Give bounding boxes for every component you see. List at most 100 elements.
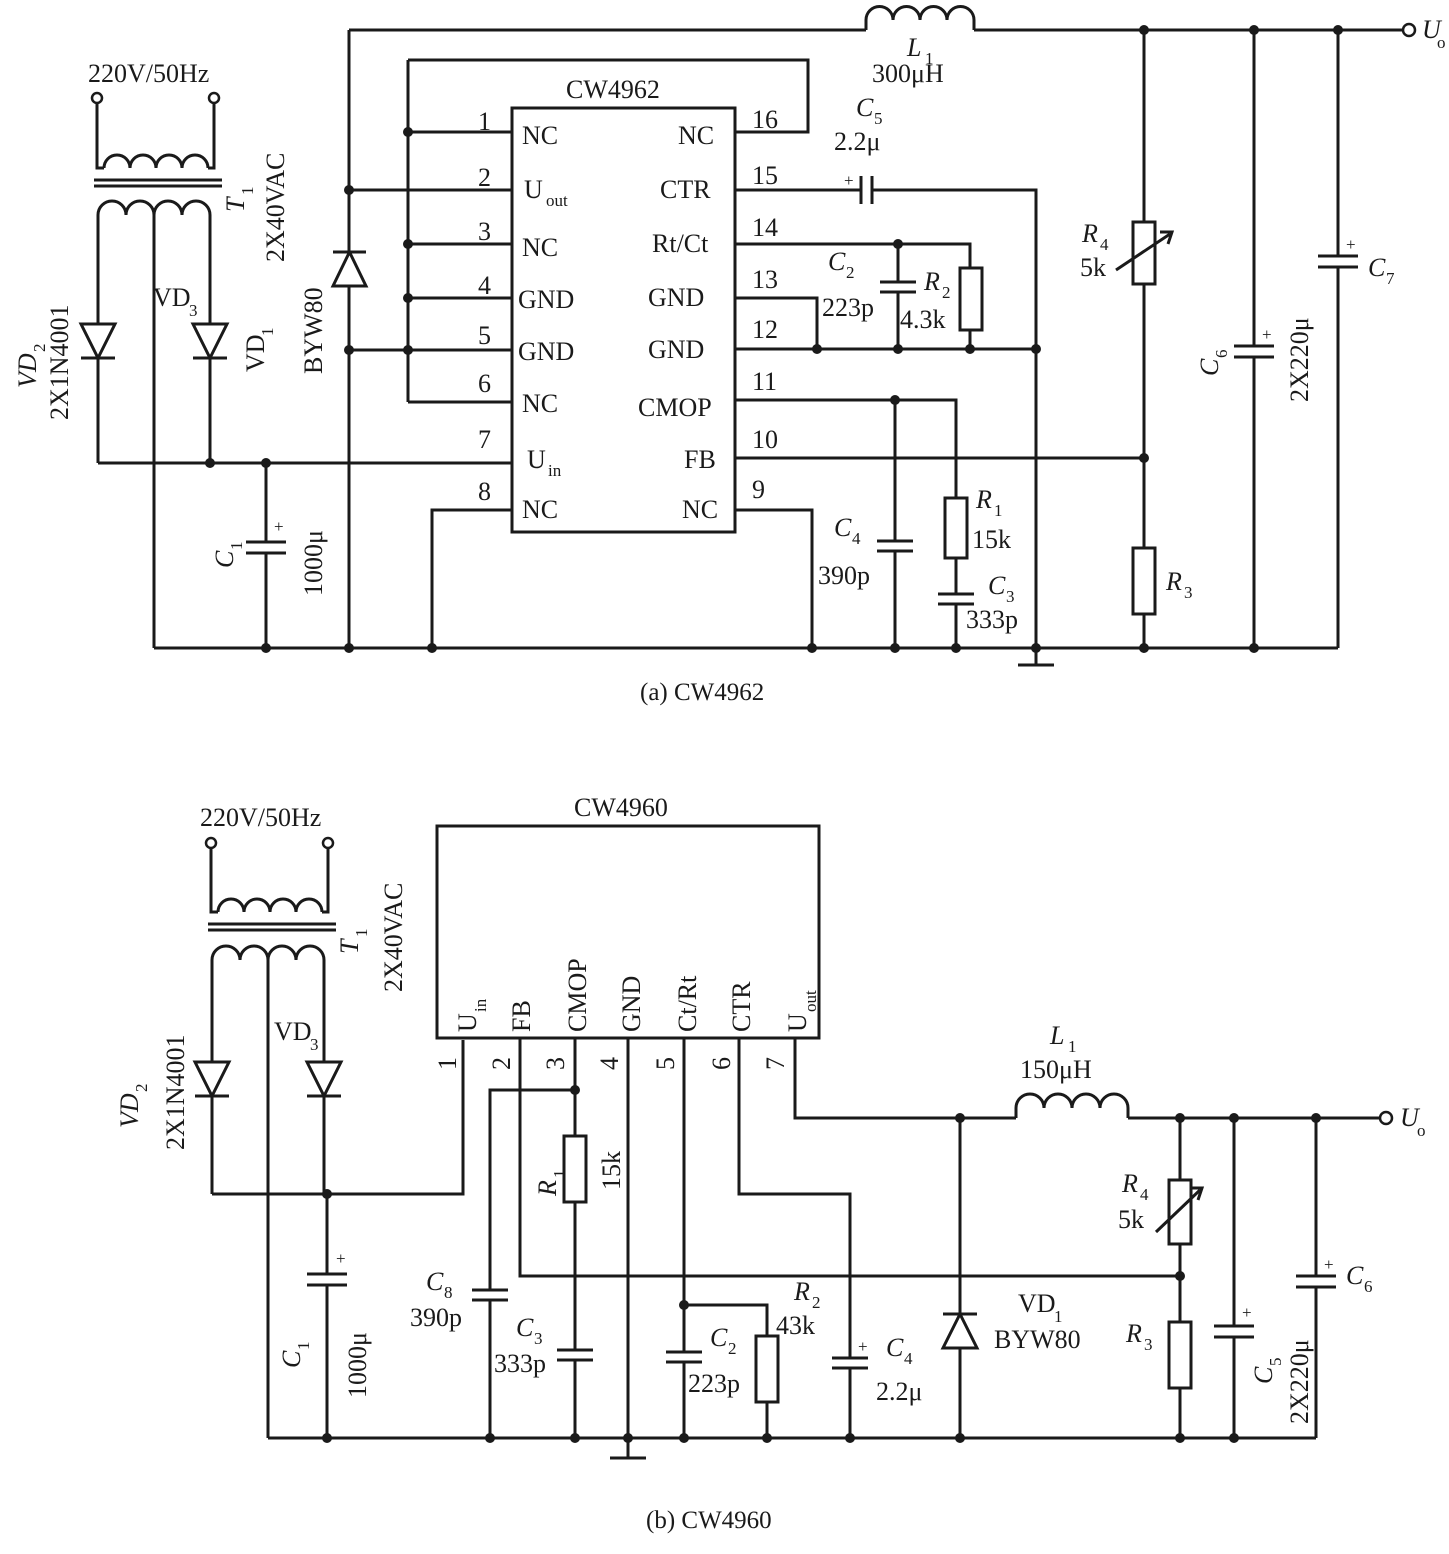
a-c1-sub: 1: [227, 542, 246, 551]
a-pin-10-num: 10: [752, 425, 778, 454]
b-pin-5-num: 5: [651, 1057, 680, 1070]
b-r2-sub: 2: [812, 1293, 821, 1312]
b-inductor-l1: L 1 150μH: [1014, 1021, 1130, 1118]
b-r2-label: R: [793, 1277, 810, 1306]
a-secondary-label: 2X40VAC: [261, 153, 290, 262]
a-c4-label: C: [834, 513, 852, 542]
b-c4-plus: +: [858, 1337, 868, 1356]
a-c4-sub: 4: [852, 529, 861, 548]
b-c5-plus: +: [1242, 1303, 1252, 1322]
a-pin-4-name: GND: [518, 285, 574, 314]
b-c8-sub: 8: [444, 1283, 453, 1302]
b-c2-label: C: [710, 1323, 728, 1352]
a-t1-sub: 1: [238, 187, 257, 196]
b-diode-vd3: [304, 1060, 344, 1100]
a-c4-value: 390p: [818, 561, 870, 590]
a-pin-7-num: 7: [478, 425, 491, 454]
a-l1-label: L: [906, 33, 921, 62]
a-c7-label: C: [1368, 253, 1386, 282]
b-chip-title: CW4960: [574, 793, 668, 822]
a-out-label: U: [1422, 15, 1443, 44]
a-c6-sub: 6: [1212, 350, 1231, 359]
a-pin-13-name: GND: [648, 283, 704, 312]
b-c1-sub: 1: [294, 1342, 313, 1351]
b-c2-sub: 2: [728, 1339, 737, 1358]
a-pin-12-num: 12: [752, 315, 778, 344]
b-c3-label: C: [516, 1313, 534, 1342]
b-out-sub: o: [1417, 1121, 1426, 1140]
b-r3-sub: 3: [1144, 1335, 1153, 1354]
b-pin-1-name: U: [453, 1013, 482, 1032]
b-c3-sub: 3: [534, 1329, 543, 1348]
a-l1-value: 300μH: [872, 59, 944, 88]
a-vd1-sub: 1: [258, 328, 277, 337]
b-c1-plus: +: [336, 1249, 346, 1268]
a-vd3-text: VD: [153, 283, 191, 312]
a-c67-value: 2X220μ: [1285, 317, 1314, 402]
a-pin-10-name: FB: [684, 445, 716, 474]
a-freewheel-part: BYW80: [299, 287, 328, 374]
b-diode-vd2: [192, 1060, 232, 1100]
a-pin-15-num: 15: [752, 161, 778, 190]
b-pin-2-num: 2: [487, 1057, 516, 1070]
a-pin-6-name: NC: [522, 389, 558, 418]
b-vd3-label: VD: [274, 1017, 312, 1046]
a-vd1-label: VD: [241, 334, 270, 372]
b-c4-label: C: [886, 1333, 904, 1362]
b-pin-7-sub: out: [801, 990, 820, 1012]
b-resistor-r4: [1167, 1178, 1193, 1246]
a-mains-input: 220V/50Hz: [88, 59, 221, 170]
a-r3-label: R: [1165, 567, 1182, 596]
a-l1-sub: 1: [925, 49, 934, 68]
b-pin-4-name: GND: [617, 976, 646, 1032]
b-pin-7-num: 7: [761, 1057, 790, 1070]
b-c5-label: C: [1249, 1366, 1278, 1384]
a-c5-value: 2.2μ: [834, 127, 880, 156]
b-mains-label: 220V/50Hz: [200, 803, 321, 832]
b-vd1-value: BYW80: [994, 1325, 1081, 1354]
a-pin-2-num: 2: [478, 163, 491, 192]
b-pin-5-name: Ct/Rt: [673, 975, 702, 1032]
a-r2-value: 4.3k: [900, 305, 946, 334]
a-pin-12-name: GND: [648, 335, 704, 364]
b-vd3-sub: 3: [310, 1035, 319, 1054]
b-secondary-label: 2X40VAC: [379, 883, 408, 992]
a-pin-7-sub: in: [548, 461, 562, 480]
b-pin-1-sub: in: [471, 998, 490, 1012]
b-c5-sub: 5: [1266, 1358, 1285, 1367]
a-pin-15-name: CTR: [660, 175, 711, 204]
a-resistor-r2: [958, 266, 984, 332]
b-resistor-r2: [754, 1334, 780, 1404]
b-r2-value: 43k: [776, 1311, 815, 1340]
b-output-terminal: [1378, 1110, 1394, 1126]
b-c3-value: 333p: [494, 1349, 546, 1378]
b-vd1-label: VD: [1018, 1289, 1056, 1318]
a-pin-2-name: U: [524, 175, 543, 204]
a-pin-5-num: 5: [478, 321, 491, 350]
a-pin-16-num: 16: [752, 105, 778, 134]
a-pin-9-name: NC: [682, 495, 718, 524]
b-pin-3-num: 3: [541, 1057, 570, 1070]
a-vd3-sub: 3: [189, 301, 198, 320]
a-pin-9-num: 9: [752, 475, 765, 504]
a-chip-title: CW4962: [566, 75, 660, 104]
a-mains-label: 220V/50Hz: [88, 59, 209, 88]
a-pin-14-name: Rt/Ct: [652, 229, 709, 258]
a-r4-label: R: [1081, 219, 1098, 248]
a-r2-sub: 2: [942, 283, 951, 302]
b-pin-1-num: 1: [433, 1057, 462, 1070]
b-rectifier-part: 2X1N4001: [161, 1034, 190, 1150]
a-vd3-label: VD 3: [153, 283, 198, 320]
b-c4-sub: 4: [904, 1349, 913, 1368]
b-r4-value: 5k: [1118, 1205, 1144, 1234]
a-r4-sub: 4: [1100, 235, 1109, 254]
b-vd2-sub: 2: [132, 1084, 151, 1093]
b-c6-plus: +: [1324, 1255, 1334, 1274]
a-r1-label: R: [975, 485, 992, 514]
a-pin-11-num: 11: [752, 367, 777, 396]
a-r4-value: 5k: [1080, 253, 1106, 282]
a-c6-label: C: [1195, 358, 1224, 376]
b-mains-input: 220V/50Hz: [200, 803, 335, 914]
a-pin-1-num: 1: [478, 107, 491, 136]
